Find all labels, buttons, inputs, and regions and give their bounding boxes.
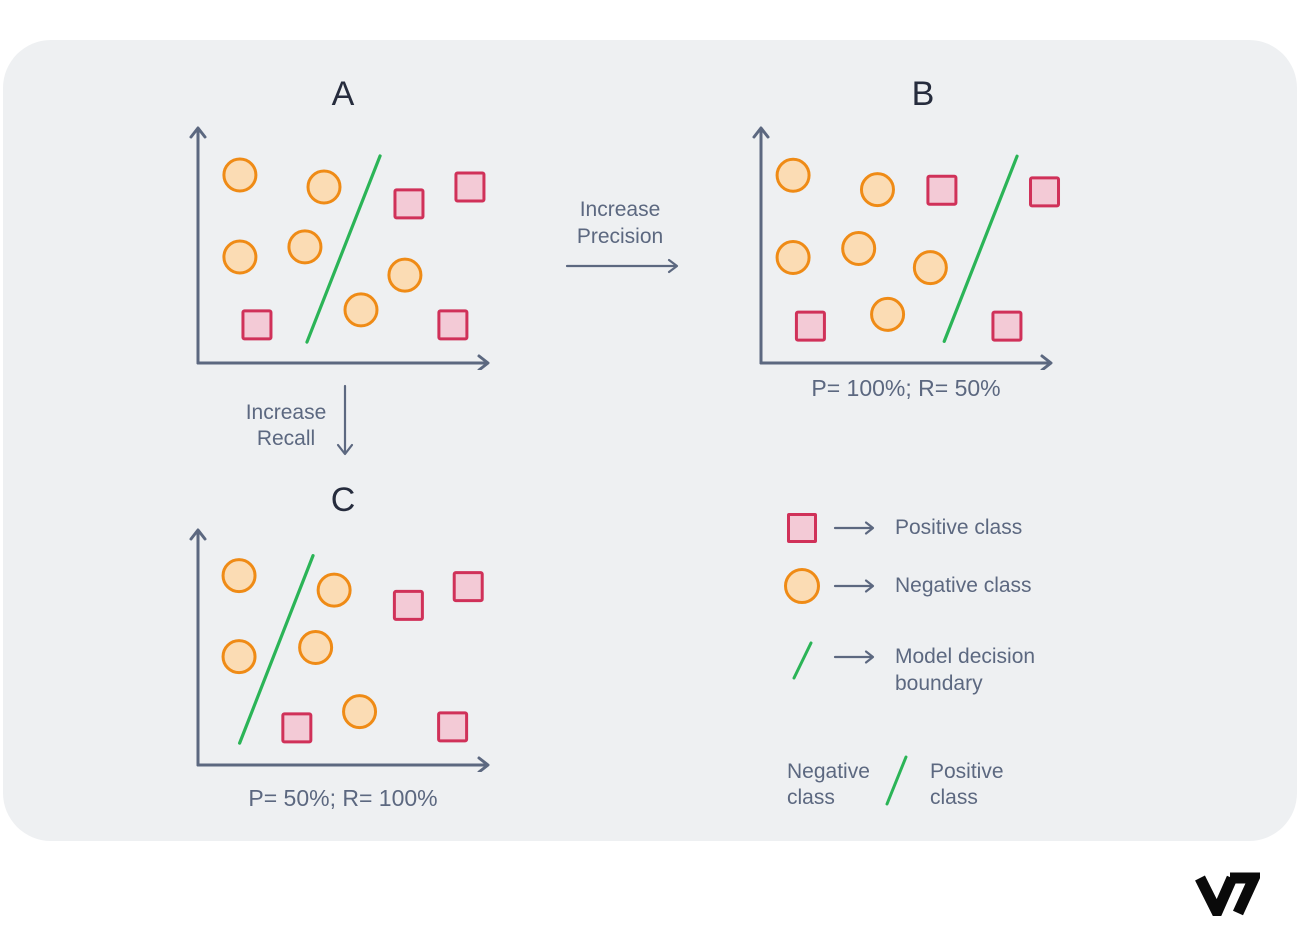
positive-class-point — [437, 309, 469, 341]
panel-b-plot — [752, 126, 1061, 370]
boundary-negative-side-label: Negative class — [787, 760, 870, 809]
positive-class-point — [281, 712, 313, 744]
panel-c: C P= 50%; R= 100% — [183, 482, 503, 812]
increase-precision-line1: Increase — [579, 198, 661, 221]
negative-class-point — [859, 172, 895, 208]
positive-class-point — [241, 309, 273, 341]
negative-class-point — [298, 630, 334, 665]
y-axis-arrowhead-icon — [752, 126, 770, 139]
positive-class-swatch — [787, 513, 817, 543]
negative-class-point — [342, 694, 378, 730]
panel-c-metrics: P= 50%; R= 100% — [248, 785, 438, 811]
panel-a-title: A — [331, 75, 355, 113]
positive-class-label: Positive class — [895, 516, 1023, 539]
boundary-positive-side-label: Positive class — [930, 760, 1004, 809]
panel-b: B P= 100%; R= 50% — [746, 72, 1066, 402]
decision-boundary-line — [942, 154, 1019, 343]
decision-boundary-line — [238, 554, 315, 745]
panel-a: A — [183, 72, 503, 370]
x-axis-arrowhead-icon — [477, 756, 490, 772]
positive-class-point — [1029, 176, 1061, 208]
y-axis-arrowhead-icon — [189, 528, 207, 541]
positive-class-point — [926, 174, 958, 206]
panel-b-title: B — [911, 75, 935, 113]
positive-class-point — [454, 171, 486, 203]
positive-class-point — [393, 188, 425, 220]
positive-class-point — [452, 571, 484, 603]
x-axis-arrowhead-icon — [477, 354, 490, 370]
v7-logo-text: V7 — [0, 0, 1, 1]
legend-arrow-icon — [833, 521, 875, 535]
increase-recall-line1: Increase — [245, 401, 327, 424]
decision-boundary-label: Model decision boundary — [895, 645, 1036, 695]
negative-class-point — [343, 292, 379, 328]
negative-class-point — [222, 239, 258, 275]
negative-class-point — [912, 250, 948, 286]
negative-class-swatch — [784, 568, 820, 604]
increase-recall-line2: Recall — [256, 427, 316, 450]
increase-precision-arrow-icon — [565, 258, 679, 274]
negative-class-label: Negative class — [895, 574, 1032, 597]
diagram-background — [3, 40, 1297, 841]
panel-b-metrics: P= 100%; R= 50% — [811, 375, 1001, 401]
v7-logo — [1195, 872, 1260, 916]
boundary-divider-slash-icon — [885, 755, 908, 806]
panel-a-plot — [189, 126, 490, 370]
increase-precision-label: Increase Precision — [540, 196, 700, 250]
legend-arrow-icon — [833, 650, 875, 664]
legend-arrow-icon — [833, 579, 875, 593]
panel-c-title: C — [330, 481, 356, 519]
decision-boundary-line — [305, 154, 382, 344]
y-axis-arrowhead-icon — [189, 126, 207, 139]
increase-recall-label: Increase Recall — [220, 400, 352, 452]
positive-class-point — [991, 310, 1023, 342]
positive-class-point — [794, 310, 826, 342]
negative-class-point — [222, 157, 258, 193]
positive-class-point — [392, 589, 424, 621]
decision-boundary-swatch-icon — [792, 641, 813, 680]
x-axis-arrowhead-icon — [1040, 354, 1053, 370]
negative-class-point — [221, 558, 257, 594]
negative-class-point — [841, 231, 877, 267]
negative-class-point — [775, 157, 811, 193]
negative-class-point — [287, 229, 323, 265]
increase-precision-line2: Precision — [576, 225, 664, 248]
negative-class-point — [221, 639, 257, 675]
increase-recall-arrow-icon — [336, 384, 354, 456]
negative-class-point — [316, 572, 352, 608]
negative-class-point — [870, 296, 906, 332]
panel-c-plot — [189, 528, 490, 772]
positive-class-point — [437, 711, 469, 743]
negative-class-point — [306, 169, 342, 205]
negative-class-point — [775, 239, 811, 275]
negative-class-point — [387, 257, 423, 293]
